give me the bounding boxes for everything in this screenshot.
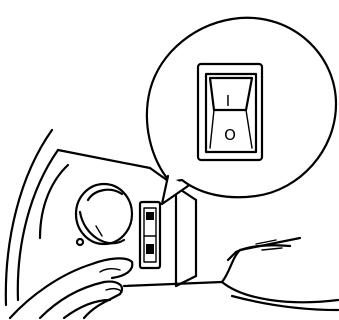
power-cord (222, 238, 338, 310)
indicator-dot (77, 239, 83, 245)
switch-off-mark: O (224, 126, 236, 144)
switch-on-mark: I (226, 92, 230, 110)
hand-pressing (10, 258, 132, 318)
rotary-knob (76, 184, 132, 244)
device-rocker-switch (140, 202, 160, 268)
